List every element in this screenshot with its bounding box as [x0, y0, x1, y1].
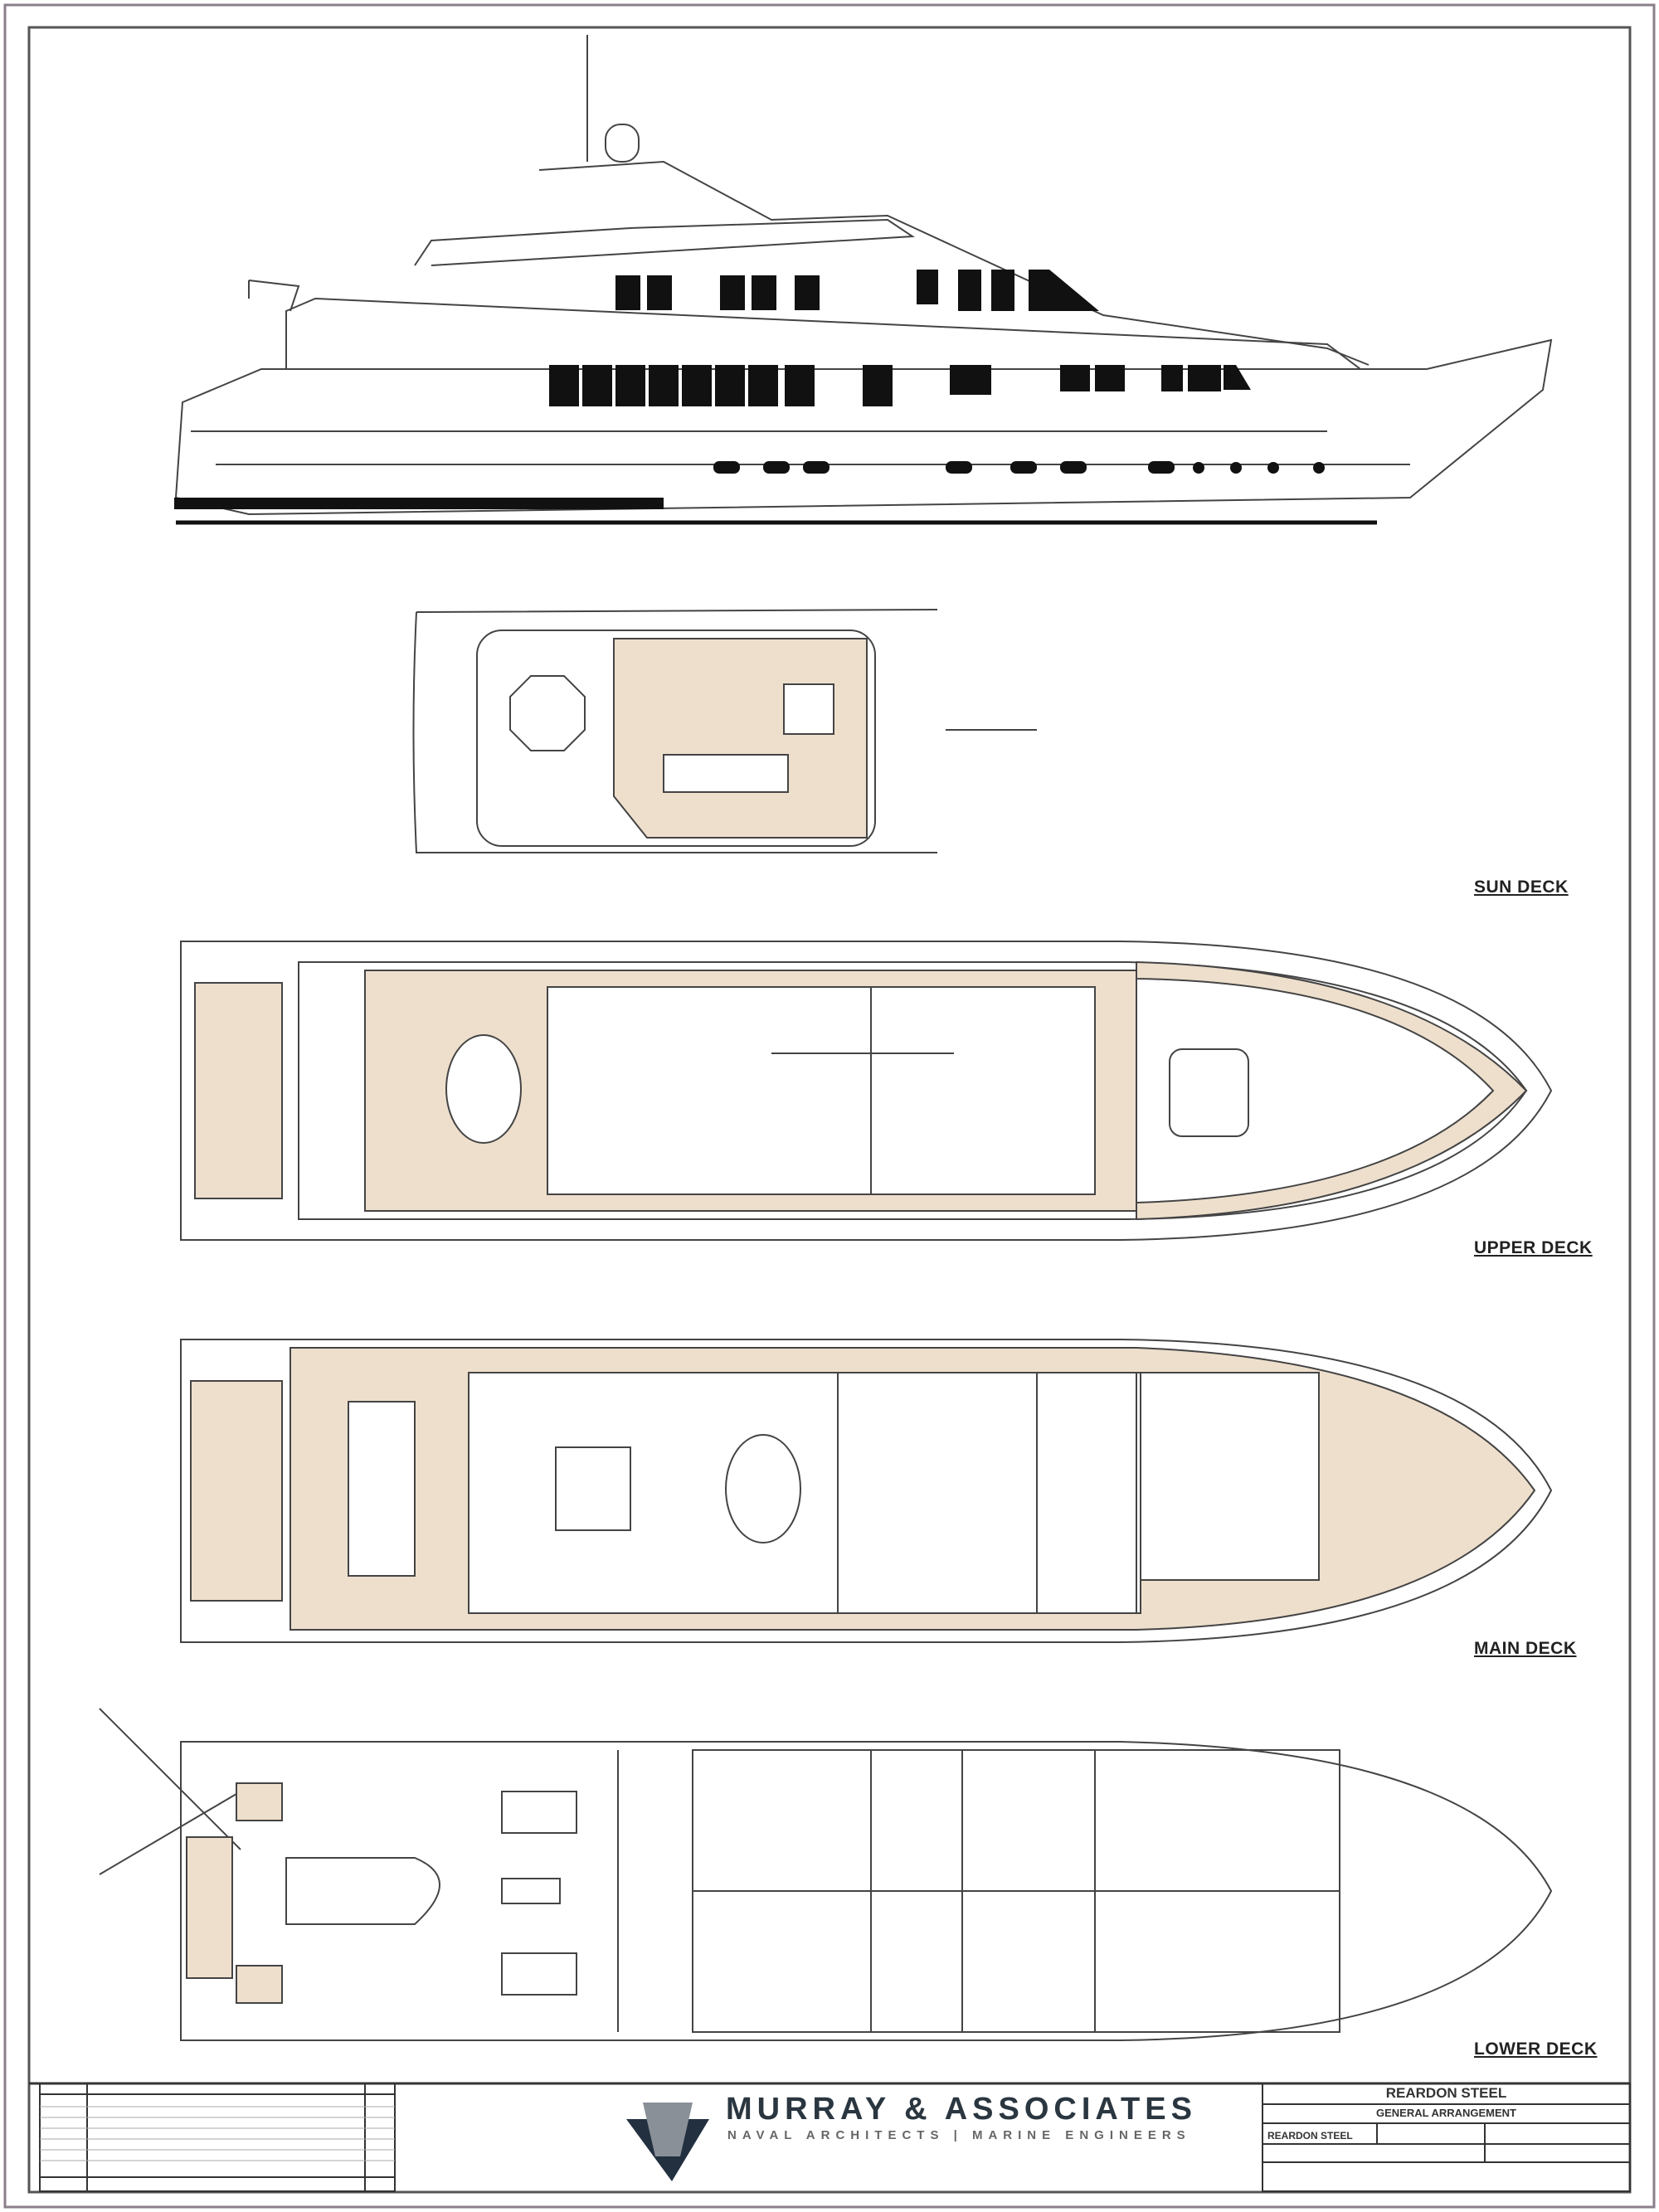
upper-deck-label: UPPER DECK: [1474, 1238, 1593, 1257]
inner-border: [27, 26, 1632, 2194]
main-deck-plan: [180, 1339, 1553, 1643]
upper-deck-plan: [180, 941, 1553, 1241]
firm-name: MURRAY & ASSOCIATES: [726, 2092, 1197, 2127]
firm-logo: [626, 2103, 709, 2181]
main-deck-label: MAIN DECK: [1474, 1639, 1577, 1658]
title-block: [29, 2082, 1631, 2192]
sun-deck-label: SUN DECK: [1474, 878, 1569, 897]
firm-tagline: NAVAL ARCHITECTS | MARINE ENGINEERS: [727, 2128, 1191, 2142]
profile-windows: [549, 270, 1325, 474]
sun-deck-plan: [412, 609, 1037, 853]
lower-deck-label: LOWER DECK: [1474, 2039, 1598, 2059]
lower-deck-plan: [99, 1708, 1553, 2041]
client-name: REARDON STEEL: [1267, 2130, 1353, 2142]
project-name: REARDON STEEL: [1385, 2085, 1507, 2101]
profile-view: [174, 35, 1553, 525]
drawing-title: GENERAL ARRANGEMENT: [1375, 2107, 1516, 2119]
outer-border: [3, 3, 1656, 2209]
